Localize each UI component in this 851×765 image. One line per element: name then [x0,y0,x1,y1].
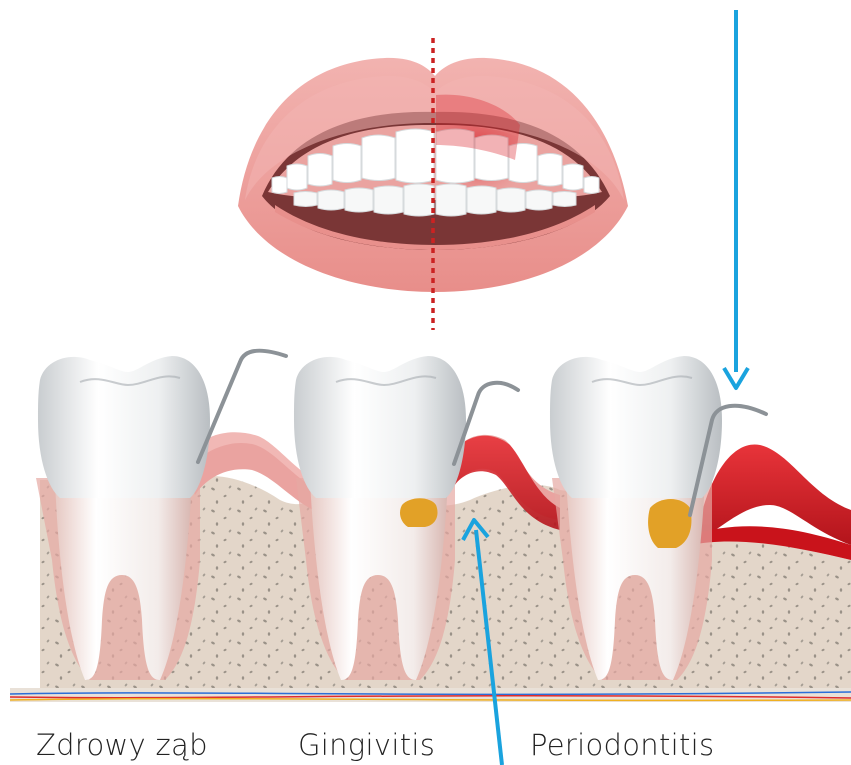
crown [38,356,210,498]
tartar-deposit [400,498,438,527]
label-periodontitis: Periodontitis [530,728,714,762]
label-gingivitis: Gingivitis [298,728,435,762]
tooth-gingivitis [294,356,466,680]
annotation-arrow-down [724,10,748,388]
mouth-illustration [238,58,628,292]
tartar-deposit-large [648,499,691,548]
label-healthy-tooth: Zdrowy ząb [36,728,208,762]
